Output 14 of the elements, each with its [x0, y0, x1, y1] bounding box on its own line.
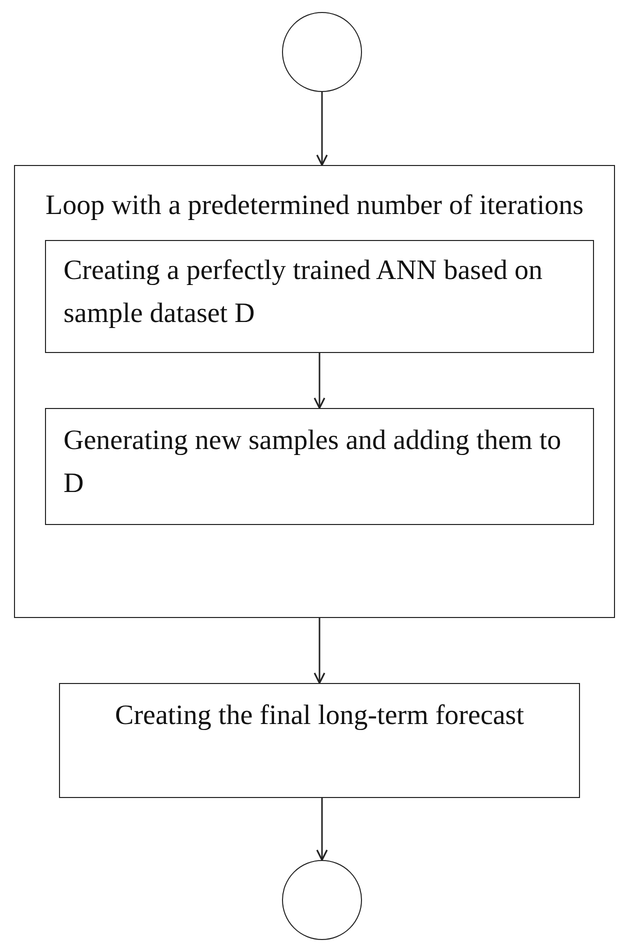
arrow [316, 798, 328, 861]
process-box [59, 683, 580, 798]
step-text: Creating a perfectly trained ANN based on sample dataset D [64, 254, 544, 331]
process-box [44, 408, 594, 524]
step-text: Generating new samples and adding them to D [64, 424, 562, 501]
arrow [314, 618, 326, 684]
terminal-circle [282, 12, 362, 92]
process-box [44, 240, 594, 352]
step-text: Creating the final long-term forecast [115, 699, 524, 733]
loop-heading: Loop with a predetermined number of iterations [45, 189, 584, 223]
arrow [314, 353, 326, 409]
arrow [316, 92, 328, 166]
loop-box [14, 165, 615, 618]
terminal-circle [282, 860, 362, 940]
